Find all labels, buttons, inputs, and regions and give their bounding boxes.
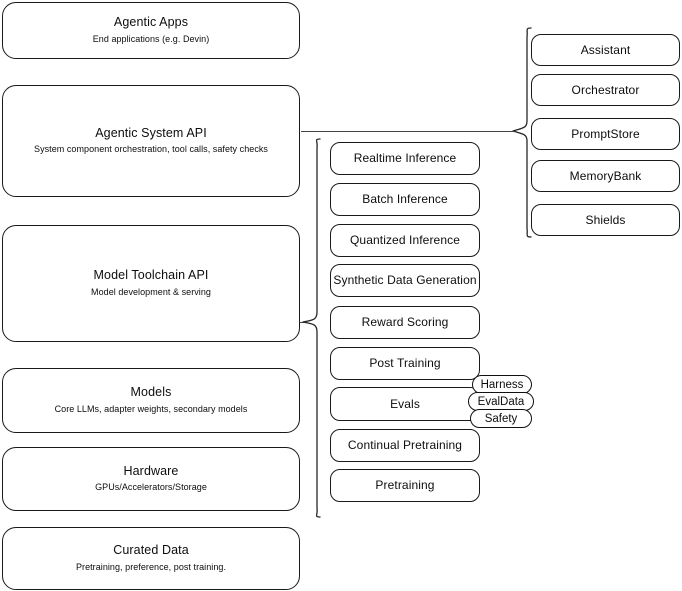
eval-subcomponent-label: EvalData xyxy=(477,395,525,408)
agentic-component-label: MemoryBank xyxy=(569,168,642,183)
stack-box-title: Agentic Apps xyxy=(113,15,189,30)
stack-box-agentic-system-api[interactable]: Agentic System API System component orch… xyxy=(2,85,300,197)
stack-box-subtitle: GPUs/Accelerators/Storage xyxy=(95,482,207,493)
component-label: Evals xyxy=(390,396,420,411)
eval-subcomponent-label: Harness xyxy=(480,378,524,391)
component-continual-pretraining[interactable]: Continual Pretraining xyxy=(330,429,480,462)
eval-subcomponent-label: Safety xyxy=(484,412,518,425)
stack-box-subtitle: Core LLMs, adapter weights, secondary mo… xyxy=(54,403,248,414)
eval-subcomponent-evaldata[interactable]: EvalData xyxy=(468,392,534,411)
eval-subcomponent-harness[interactable]: Harness xyxy=(472,375,532,394)
agentic-component-label: Orchestrator xyxy=(571,82,640,97)
brace-agentic-components xyxy=(512,27,532,238)
agentic-component-shields[interactable]: Shields xyxy=(531,204,680,236)
component-label: Continual Pretraining xyxy=(347,438,463,452)
component-label: Batch Inference xyxy=(362,192,448,206)
agentic-component-memorybank[interactable]: MemoryBank xyxy=(531,160,680,192)
component-synthetic-data-generation[interactable]: Synthetic Data Generation xyxy=(330,264,480,297)
stack-box-curated-data[interactable]: Curated Data Pretraining, preference, po… xyxy=(2,527,300,590)
eval-subcomponent-safety[interactable]: Safety xyxy=(470,409,532,428)
component-label: Quantized Inference xyxy=(350,233,460,247)
stack-box-subtitle: System component orchestration, tool cal… xyxy=(34,144,268,155)
stack-box-agentic-apps[interactable]: Agentic Apps End applications (e.g. Devi… xyxy=(2,2,300,59)
component-label: Post Training xyxy=(369,356,441,370)
stack-box-title: Models xyxy=(130,385,172,400)
stack-box-subtitle: End applications (e.g. Devin) xyxy=(92,33,210,44)
agentic-component-label: PromptStore xyxy=(571,126,640,141)
agentic-component-label: Assistant xyxy=(580,42,631,57)
component-post-training[interactable]: Post Training xyxy=(330,347,480,380)
stack-box-model-toolchain-api[interactable]: Model Toolchain API Model development & … xyxy=(2,225,300,342)
brace-toolchain xyxy=(302,138,321,518)
agentic-component-promptstore[interactable]: PromptStore xyxy=(531,118,680,150)
connector-toolchain-to-components xyxy=(300,322,304,324)
stack-box-title: Curated Data xyxy=(113,543,189,558)
stack-box-subtitle: Pretraining, preference, post training. xyxy=(75,561,227,572)
stack-box-models[interactable]: Models Core LLMs, adapter weights, secon… xyxy=(2,368,300,433)
component-pretraining[interactable]: Pretraining xyxy=(330,469,480,502)
stack-box-title: Hardware xyxy=(123,463,179,478)
component-reward-scoring[interactable]: Reward Scoring xyxy=(330,306,480,339)
agentic-component-assistant[interactable]: Assistant xyxy=(531,34,680,66)
component-realtime-inference[interactable]: Realtime Inference xyxy=(330,142,480,175)
component-label: Pretraining xyxy=(375,478,435,492)
agentic-component-label: Shields xyxy=(585,212,626,227)
component-batch-inference[interactable]: Batch Inference xyxy=(330,183,480,216)
component-evals[interactable]: Evals xyxy=(330,387,480,421)
stack-box-hardware[interactable]: Hardware GPUs/Accelerators/Storage xyxy=(2,447,300,511)
component-label: Realtime Inference xyxy=(353,151,457,165)
stack-box-title: Agentic System API xyxy=(95,125,207,140)
component-quantized-inference[interactable]: Quantized Inference xyxy=(330,224,480,257)
agentic-component-orchestrator[interactable]: Orchestrator xyxy=(531,74,680,106)
component-label: Synthetic Data Generation xyxy=(333,273,477,287)
component-label: Reward Scoring xyxy=(361,315,449,329)
stack-box-title: Model Toolchain API xyxy=(93,268,209,283)
stack-box-subtitle: Model development & serving xyxy=(91,286,211,297)
connector-agentic-system-to-components xyxy=(301,131,513,133)
